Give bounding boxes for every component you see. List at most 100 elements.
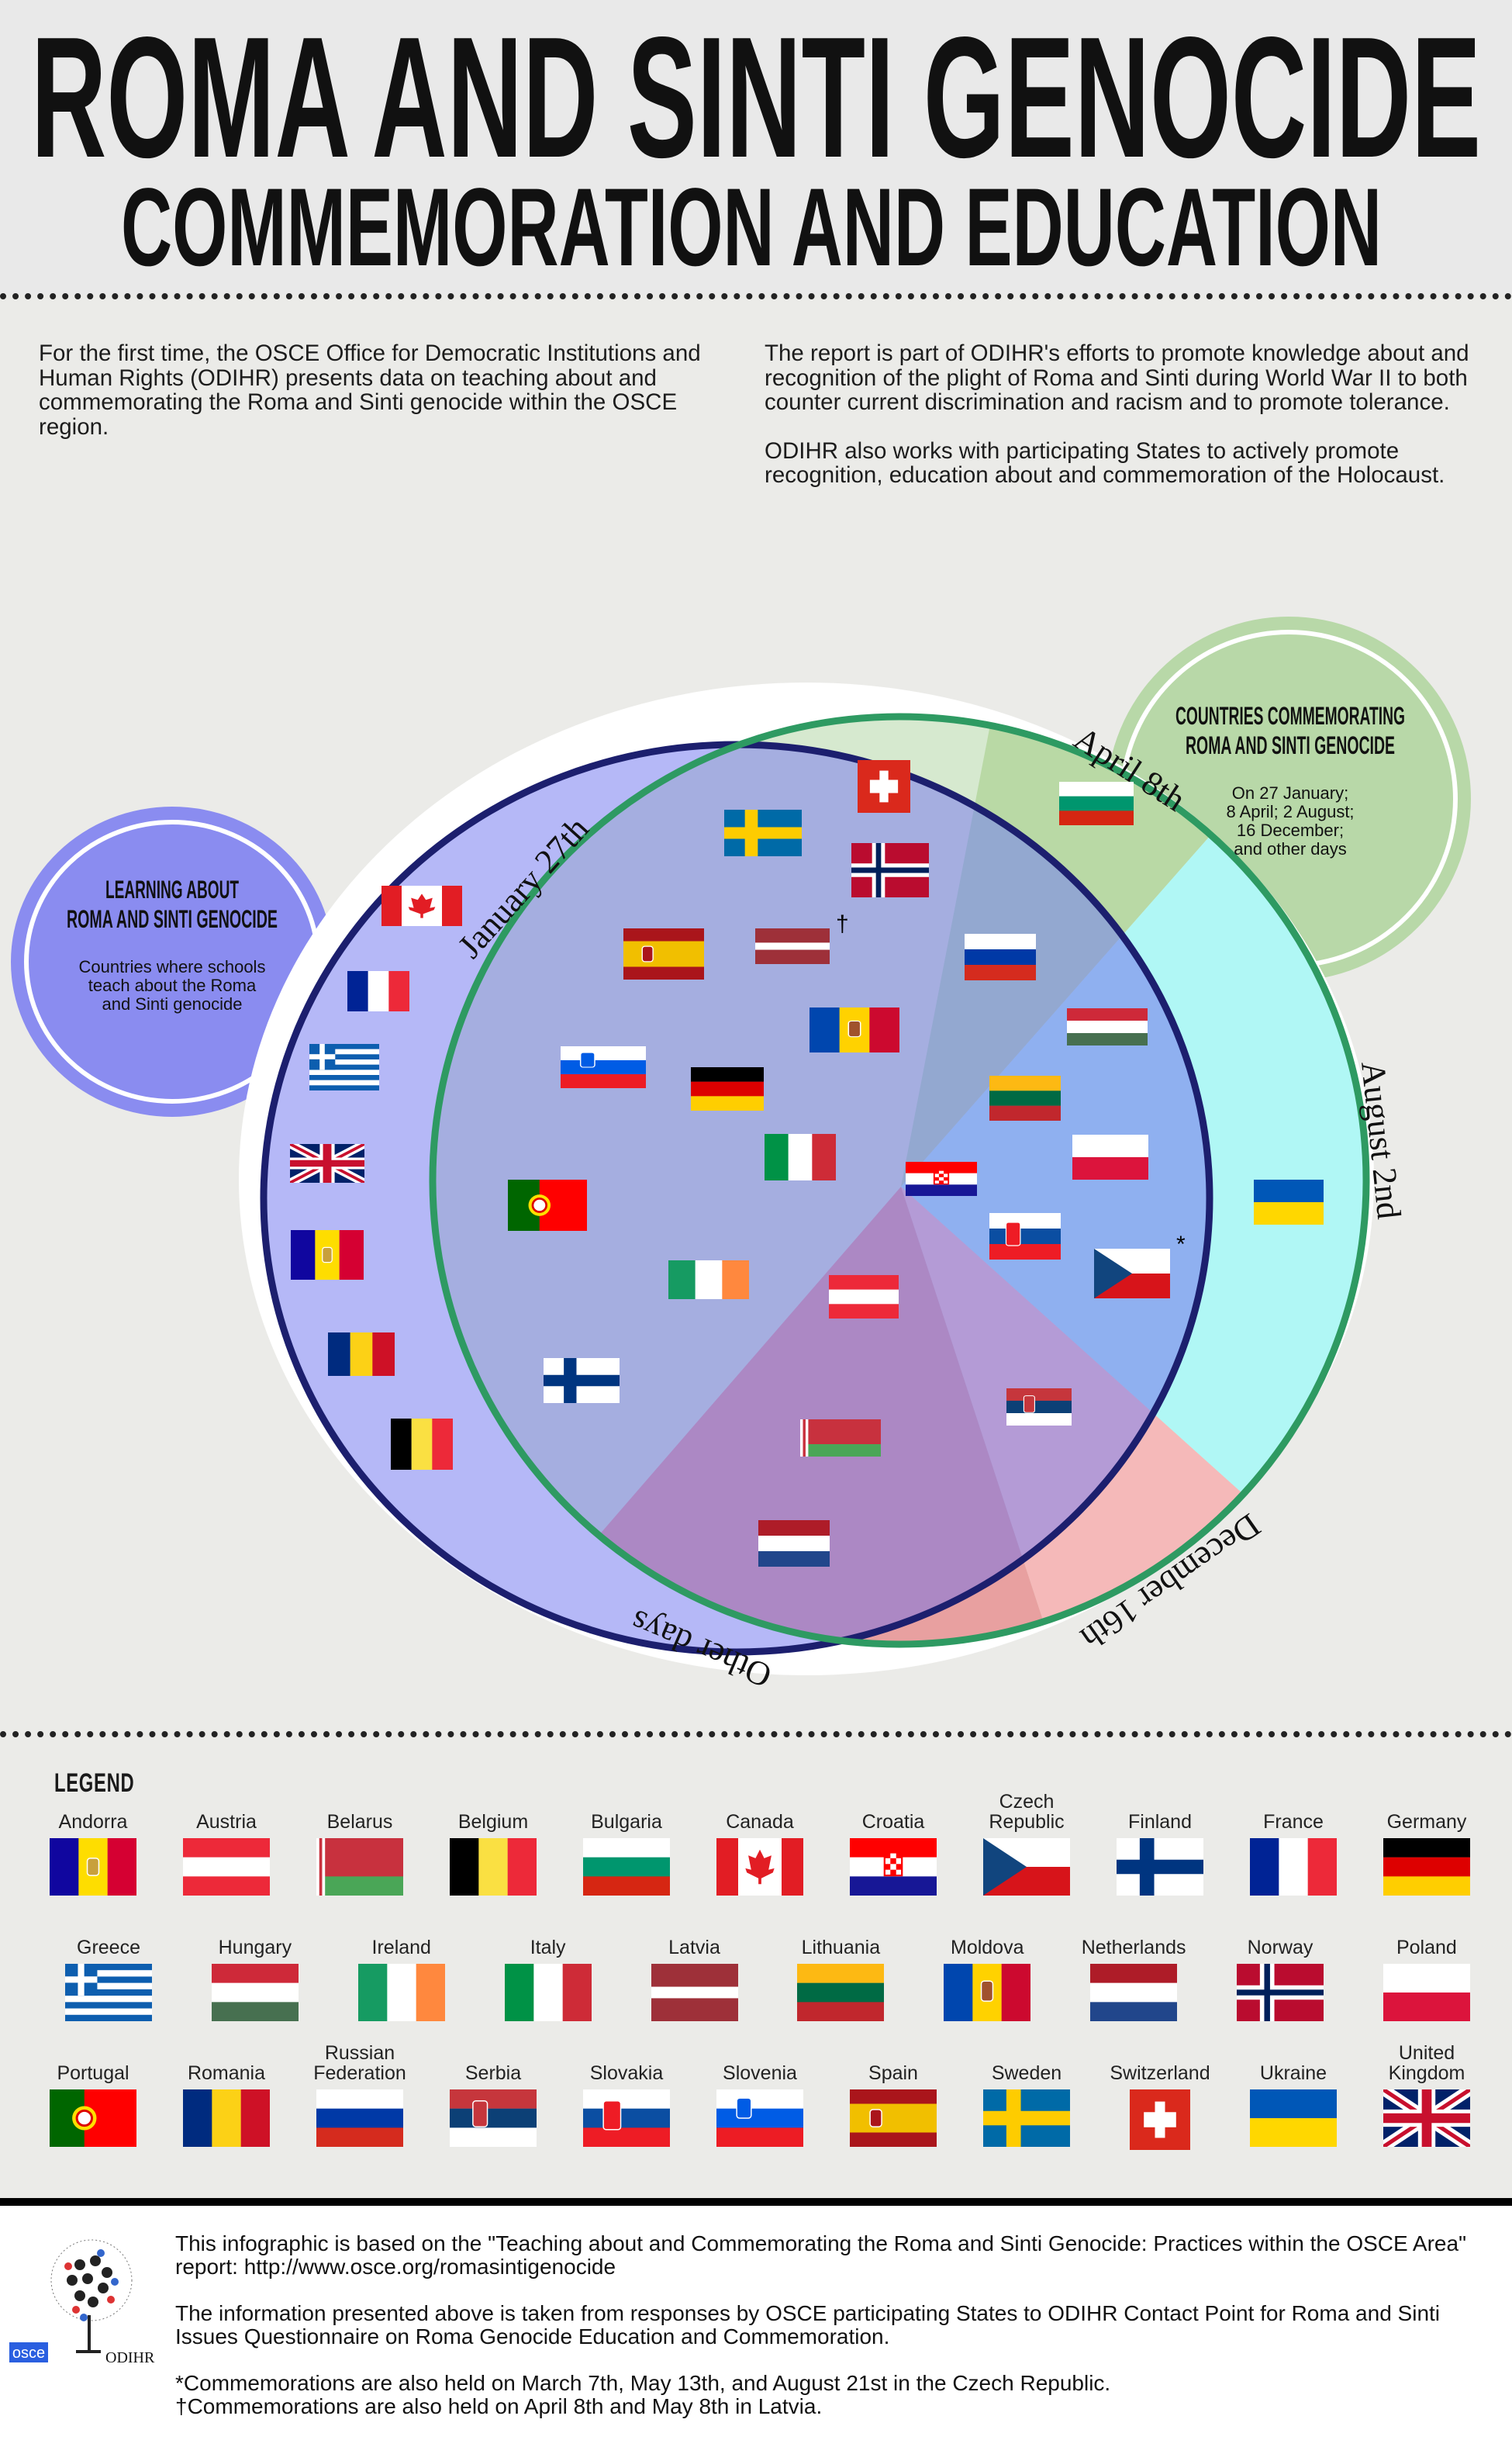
learning-title-2: ROMA AND SINTI GENOCIDE bbox=[67, 905, 278, 933]
intro-right-text-2: ODIHR also works with participating Stat… bbox=[765, 437, 1445, 488]
legend-label: Portugal bbox=[57, 2062, 129, 2084]
legend-label: Belgium bbox=[457, 1811, 529, 1833]
legend-item-norway: Norway bbox=[1218, 1917, 1342, 2021]
flag-portugal bbox=[50, 2089, 136, 2147]
legend-item-czech-republic: Czech Republic bbox=[965, 1792, 1089, 1896]
flag-czech-republic bbox=[983, 1838, 1070, 1896]
venn-flag-united-kingdom bbox=[290, 1144, 364, 1183]
flag-united-kingdom bbox=[1383, 2089, 1470, 2147]
legend-item-latvia: Latvia bbox=[633, 1917, 757, 2021]
divider bbox=[0, 293, 1512, 299]
commemorating-outline bbox=[429, 713, 1370, 1648]
flag-slovakia bbox=[989, 1213, 1061, 1260]
flag-slovenia bbox=[561, 1046, 646, 1088]
footer-source-text: This infographic is based on the "Teachi… bbox=[175, 2231, 1467, 2279]
venn-flag-netherlands bbox=[758, 1520, 830, 1567]
venn-flag-ireland bbox=[668, 1260, 749, 1299]
venn-flag-hungary bbox=[1067, 1008, 1148, 1046]
legend-item-finland: Finland bbox=[1098, 1792, 1222, 1896]
flag-canada bbox=[716, 1838, 803, 1896]
legend-label: Lithuania bbox=[801, 1937, 881, 1958]
legend-item-moldova: Moldova bbox=[925, 1917, 1049, 2021]
flag-switzerland bbox=[1130, 2089, 1190, 2150]
learning-desc-2: teach about the Roma bbox=[88, 976, 257, 995]
flag-romania bbox=[328, 1332, 395, 1376]
logo-odihr: ODIHR bbox=[105, 2349, 155, 2366]
flag-hungary bbox=[211, 1964, 299, 2021]
legend-item-bulgaria: Bulgaria bbox=[564, 1792, 689, 1896]
flag-russian-federation bbox=[965, 934, 1036, 980]
flag-croatia bbox=[850, 1838, 937, 1896]
flag-germany bbox=[691, 1067, 764, 1111]
flag-slovenia bbox=[716, 2089, 803, 2147]
flag-bulgaria bbox=[583, 1838, 670, 1896]
legend-label: Switzerland bbox=[1110, 2062, 1210, 2084]
flag-united-kingdom bbox=[290, 1144, 364, 1183]
venn-flag-serbia bbox=[1006, 1388, 1072, 1426]
footer-info-text: The information presented above is taken… bbox=[175, 2301, 1441, 2348]
legend-item-germany: Germany bbox=[1365, 1792, 1489, 1896]
legend-item-portugal: Portugal bbox=[31, 2043, 155, 2150]
legend-label: Finland bbox=[1128, 1811, 1192, 1833]
legend-label: Andorra bbox=[58, 1811, 128, 1833]
venn-flag-austria bbox=[829, 1275, 899, 1319]
venn-flag-russian-federation bbox=[965, 934, 1036, 980]
flag-netherlands bbox=[758, 1520, 830, 1567]
flag-canada bbox=[381, 886, 462, 926]
flag-moldova bbox=[810, 1007, 899, 1052]
wedge-dec-overlap bbox=[901, 1187, 1210, 1644]
venn-flag-croatia bbox=[906, 1162, 977, 1196]
flag-belgium bbox=[450, 1838, 537, 1896]
flag-poland bbox=[1383, 1964, 1470, 2021]
flag-note-marker: † bbox=[836, 911, 849, 937]
learning-circle-outer bbox=[11, 807, 333, 1117]
legend-label: Netherlands bbox=[1081, 1937, 1186, 1958]
legend-item-united-kingdom: United Kingdom bbox=[1365, 2043, 1489, 2150]
venn-flag-lithuania bbox=[989, 1076, 1061, 1121]
venn-flag-finland bbox=[544, 1358, 620, 1403]
legend-label: Spain bbox=[868, 2062, 918, 2084]
flag-lithuania bbox=[989, 1076, 1061, 1121]
legend-label: France bbox=[1263, 1811, 1324, 1833]
legend-label: Ireland bbox=[371, 1937, 431, 1958]
commemorating-title-2: ROMA AND SINTI GENOCIDE bbox=[1186, 731, 1395, 759]
flag-ukraine bbox=[1254, 1180, 1324, 1225]
legend-label: Romania bbox=[187, 2062, 266, 2084]
venn-flag-italy bbox=[765, 1134, 836, 1180]
venn-flag-latvia: † bbox=[755, 911, 849, 964]
footer-note-latvia: †Commemorations are also held on April 8… bbox=[175, 2394, 823, 2418]
legend-item-sweden: Sweden bbox=[965, 2043, 1089, 2150]
legend-item-switzerland: Switzerland bbox=[1098, 2043, 1222, 2150]
logo-osce: osce bbox=[12, 2345, 45, 2362]
footer-source: This infographic is based on the "Teachi… bbox=[175, 2232, 1493, 2279]
flag-germany bbox=[1383, 1838, 1470, 1896]
legend-item-greece: Greece bbox=[47, 1917, 171, 2021]
flag-ukraine bbox=[1250, 2089, 1337, 2147]
legend-item-croatia: Croatia bbox=[831, 1792, 955, 1896]
flag-belgium bbox=[391, 1419, 453, 1470]
flag-spain bbox=[850, 2089, 937, 2147]
legend-item-belgium: Belgium bbox=[431, 1792, 555, 1896]
flag-moldova bbox=[944, 1964, 1031, 2021]
legend-label: Russian Federation bbox=[313, 2042, 406, 2084]
flag-hungary bbox=[1067, 1008, 1148, 1046]
learning-title-1: LEARNING ABOUT bbox=[105, 876, 239, 904]
venn-flag-ukraine bbox=[1254, 1180, 1324, 1225]
learning-desc-1: Countries where schools bbox=[79, 957, 266, 976]
venn-flag-germany bbox=[691, 1067, 764, 1111]
flag-lithuania bbox=[797, 1964, 885, 2021]
flag-belarus bbox=[800, 1419, 881, 1457]
flag-bulgaria bbox=[1059, 782, 1134, 825]
venn-flag-greece bbox=[309, 1044, 379, 1090]
commemorating-desc-2: 8 April; 2 August; bbox=[1226, 802, 1354, 821]
legend-label: Czech Republic bbox=[989, 1791, 1065, 1833]
legend-label: Italy bbox=[530, 1937, 566, 1958]
header: ROMA AND SINTI GENOCIDE COMMEMORATION AN… bbox=[0, 0, 1512, 295]
legend-label: Latvia bbox=[668, 1937, 720, 1958]
venn-flag-slovenia bbox=[561, 1046, 646, 1088]
flag-norway bbox=[1237, 1964, 1324, 2021]
flag-serbia bbox=[1006, 1388, 1072, 1426]
